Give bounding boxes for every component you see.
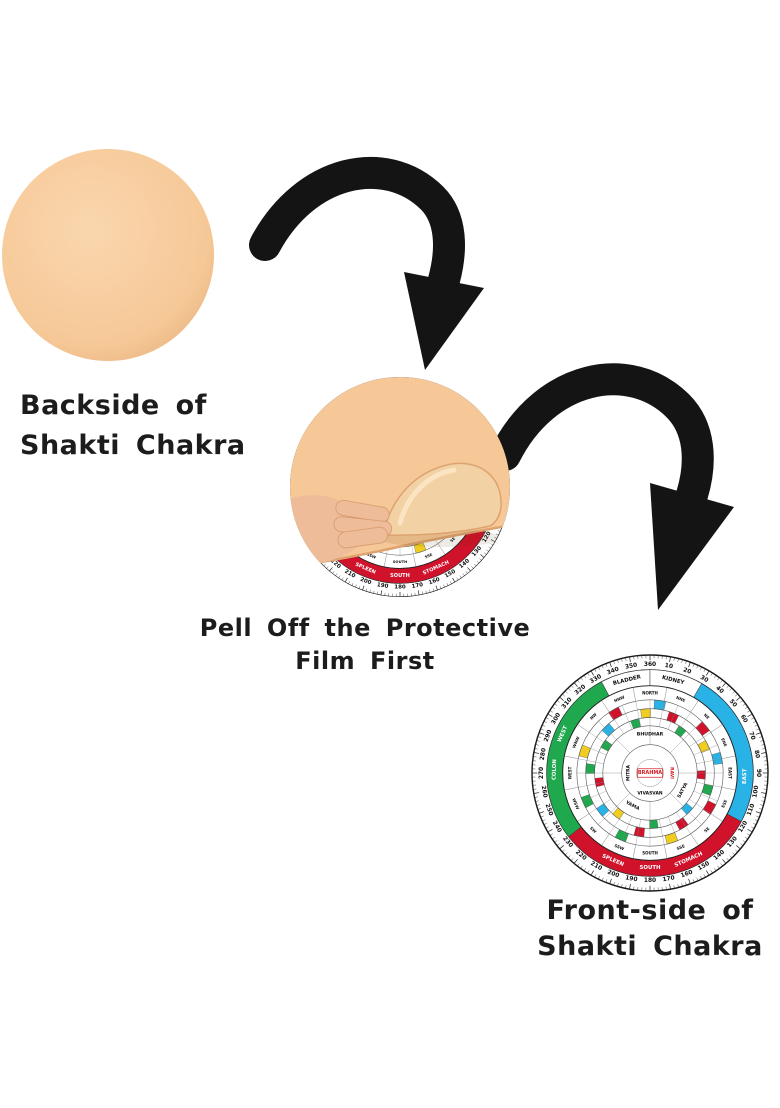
svg-text:COLON: COLON [551,759,558,781]
svg-text:BRAHMA: BRAHMA [638,770,662,776]
backside-disc [2,149,214,361]
svg-text:40: 40 [714,685,724,695]
svg-text:210: 210 [589,861,603,872]
svg-text:NNW: NNW [613,694,626,703]
svg-text:100: 100 [752,785,760,798]
svg-text:160: 160 [428,577,441,587]
svg-text:WSW: WSW [571,797,580,810]
svg-text:SE: SE [450,536,457,543]
svg-text:70: 70 [747,731,755,741]
svg-text:VIVASVAN: VIVASVAN [637,791,663,797]
svg-text:160: 160 [680,870,694,880]
svg-text:80: 80 [753,750,760,759]
svg-text:120: 120 [482,531,493,544]
svg-text:340: 340 [606,667,620,677]
svg-text:BHUDHAR: BHUDHAR [637,732,664,738]
svg-text:EAST: EAST [728,767,733,779]
svg-text:10: 10 [664,663,673,670]
svg-text:180: 180 [644,878,656,884]
front-caption-line2: Shakti Chakra [537,931,763,962]
backside-caption-line1: Backside of [20,390,207,421]
svg-text:MITRA: MITRA [625,764,631,781]
front-caption: Front-side of Shakti Chakra [510,893,780,965]
thumb [337,526,388,549]
svg-text:SW: SW [589,825,598,834]
svg-text:NW: NW [589,711,598,720]
peel-step-photo: 1020304050607080901001101201301401501601… [290,377,510,597]
svg-text:WNW: WNW [571,735,581,749]
svg-text:60: 60 [739,714,748,724]
svg-text:NE: NE [703,712,711,720]
svg-text:KIDNEY: KIDNEY [661,675,685,686]
svg-text:SOUTH: SOUTH [390,573,410,579]
svg-text:360: 360 [644,662,656,668]
svg-text:NNE: NNE [675,695,686,703]
svg-text:280: 280 [540,748,548,761]
svg-text:120: 120 [738,820,749,834]
svg-text:260: 260 [540,785,548,798]
svg-text:150: 150 [697,861,711,872]
svg-text:180: 180 [394,585,406,591]
svg-text:240: 240 [551,820,562,834]
svg-text:30: 30 [699,675,709,684]
svg-text:ESE: ESE [720,799,728,809]
svg-text:290: 290 [544,729,554,743]
svg-text:NORTH: NORTH [642,690,658,695]
arrow-body [249,156,465,296]
arrow-head [404,272,484,370]
svg-text:SOUTH: SOUTH [642,851,658,856]
flap-highlight [397,467,457,526]
svg-text:ENE: ENE [720,737,728,747]
backside-caption: Backside of Shakti Chakra [20,386,246,466]
arrow-head [650,483,734,610]
svg-text:170: 170 [662,875,675,883]
peeled-film-flap [382,462,502,536]
svg-text:SE: SE [703,826,711,834]
svg-text:150: 150 [444,569,457,580]
backside-caption-line2: Shakti Chakra [20,430,246,461]
svg-text:SOUTH: SOUTH [639,865,661,871]
svg-text:330: 330 [589,674,603,685]
peel-caption-line1: Pell Off the Protective [199,614,531,642]
shakti-chakra-wheel: 1020304050607080901001101201301401501601… [531,654,769,892]
svg-text:210: 210 [343,569,356,580]
svg-text:SOUTH: SOUTH [393,560,408,564]
arrow-body [489,363,714,511]
svg-text:SSW: SSW [366,552,376,559]
svg-text:170: 170 [411,582,424,590]
svg-text:EAST: EAST [742,768,749,784]
svg-text:250: 250 [544,803,554,817]
arrow-step1-to-step2-icon [249,156,484,370]
svg-text:SSE: SSE [424,553,433,560]
chakra-wheel-face: 1020304050607080901001101201301401501601… [531,654,769,892]
svg-text:270: 270 [539,767,545,779]
svg-text:190: 190 [625,875,638,883]
svg-text:SSW: SSW [614,843,626,852]
front-caption-line1: Front-side of [546,895,754,926]
svg-text:20: 20 [682,667,692,675]
svg-text:200: 200 [359,577,372,587]
arrow-step2-to-step3-icon [489,363,734,610]
peel-caption-line2: Film First [295,647,435,675]
svg-text:50: 50 [728,699,738,709]
svg-text:RAVI: RAVI [669,767,675,779]
svg-text:SSE: SSE [676,843,686,851]
svg-text:110: 110 [747,803,757,817]
svg-text:300: 300 [551,712,562,726]
svg-text:190: 190 [376,582,389,590]
svg-text:200: 200 [606,870,620,880]
svg-text:WEST: WEST [567,766,572,779]
peel-caption: Pell Off the Protective Film First [165,612,565,678]
svg-text:90: 90 [755,769,761,777]
svg-text:350: 350 [625,663,638,671]
